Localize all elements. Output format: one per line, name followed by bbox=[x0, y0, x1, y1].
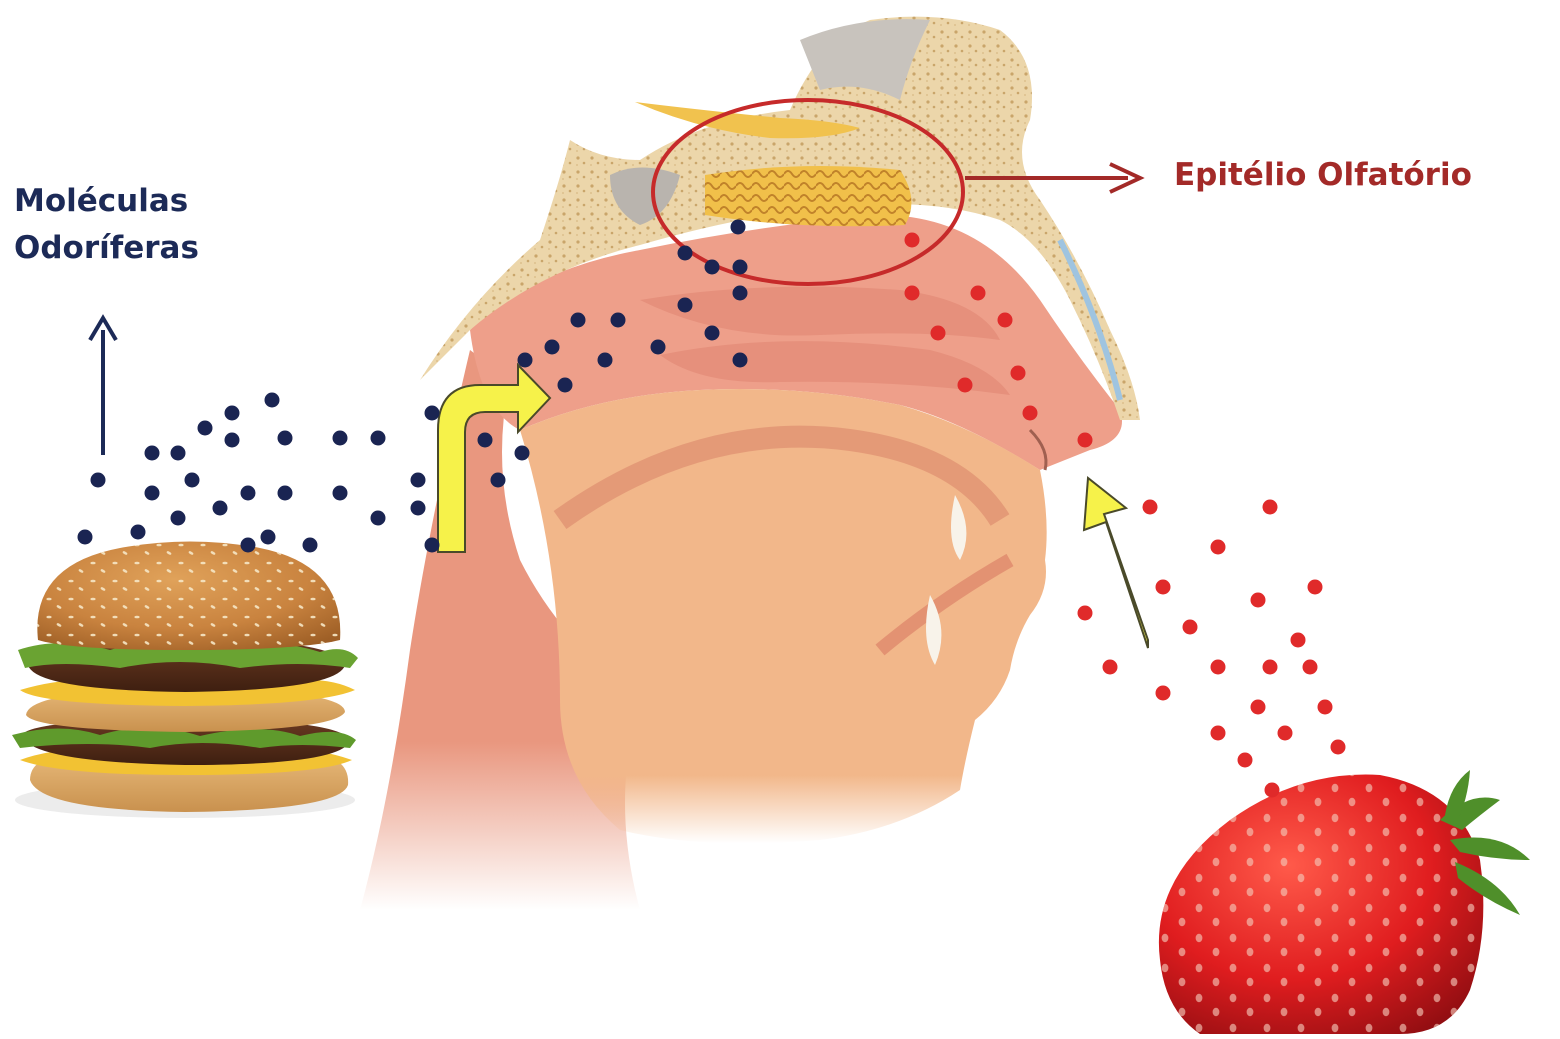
burger-molecule-dot bbox=[705, 260, 720, 275]
burger-molecule-dot bbox=[225, 406, 240, 421]
strawberry-molecule-dot bbox=[1303, 660, 1318, 675]
burger-molecule-dot bbox=[241, 538, 256, 553]
burger-molecule-dot bbox=[733, 286, 748, 301]
strawberry-molecule-dot bbox=[1331, 740, 1346, 755]
strawberry-molecule-dot bbox=[1238, 753, 1253, 768]
strawberry-molecule-dot bbox=[1263, 660, 1278, 675]
burger-molecule-dot bbox=[265, 393, 280, 408]
burger-molecule-dot bbox=[371, 431, 386, 446]
burger-molecule-dot bbox=[241, 486, 256, 501]
burger-molecule-dot bbox=[278, 486, 293, 501]
strawberry-molecule-dot bbox=[958, 378, 973, 393]
burger-molecule-dot bbox=[333, 486, 348, 501]
burger-molecule-dot bbox=[131, 525, 146, 540]
strawberry-molecule-dot bbox=[1251, 593, 1266, 608]
strawberry-molecule-dot bbox=[1078, 606, 1093, 621]
burger-molecule-dot bbox=[371, 511, 386, 526]
burger-molecule-dot bbox=[225, 433, 240, 448]
strawberry-molecule-dot bbox=[1278, 726, 1293, 741]
strawberry-molecule-dot bbox=[1156, 580, 1171, 595]
burger-molecule-dot bbox=[425, 538, 440, 553]
molecules-up-arrow bbox=[90, 318, 116, 455]
strawberry-molecule-dot bbox=[971, 286, 986, 301]
burger-molecule-dot bbox=[145, 446, 160, 461]
burger-molecule-dot bbox=[491, 473, 506, 488]
strawberry-molecule-dot bbox=[1251, 700, 1266, 715]
burger-molecule-dot bbox=[518, 353, 533, 368]
odor-molecules-label-line2: Odoríferas bbox=[14, 225, 199, 272]
burger-molecule-dot bbox=[278, 431, 293, 446]
strawberry-molecule-dot bbox=[1023, 406, 1038, 421]
strawberry-molecule-dot bbox=[1291, 633, 1306, 648]
burger-molecule-dot bbox=[478, 433, 493, 448]
burger-molecule-dot bbox=[261, 530, 276, 545]
strawberry-molecule-dot bbox=[1078, 433, 1093, 448]
strawberry-molecule-dot bbox=[905, 286, 920, 301]
burger-molecule-dot bbox=[731, 220, 746, 235]
strawberry-molecule-dot bbox=[1211, 660, 1226, 675]
burger-molecule-dot bbox=[733, 260, 748, 275]
burger-molecule-dot bbox=[558, 378, 573, 393]
burger-molecule-dot bbox=[651, 340, 666, 355]
burger-molecule-dot bbox=[425, 406, 440, 421]
strawberry-molecule-dot bbox=[998, 313, 1013, 328]
burger-molecule-dot bbox=[411, 501, 426, 516]
strawberry-molecule-dot bbox=[1103, 660, 1118, 675]
strawberry-molecule-dot bbox=[1263, 500, 1278, 515]
strawberry-molecule-dot bbox=[1156, 686, 1171, 701]
orthonasal-flow-arrow bbox=[1084, 478, 1148, 648]
burger-molecule-dot bbox=[598, 353, 613, 368]
burger-molecule-dot bbox=[678, 246, 693, 261]
burger-molecule-dot bbox=[678, 298, 693, 313]
burger-molecule-dot bbox=[303, 538, 318, 553]
hamburger-image bbox=[12, 542, 358, 819]
burger-molecule-dot bbox=[78, 530, 93, 545]
strawberry-molecule-dot bbox=[1308, 580, 1323, 595]
burger-molecule-dot bbox=[185, 473, 200, 488]
burger-molecule-dot bbox=[171, 511, 186, 526]
burger-molecule-dot bbox=[705, 326, 720, 341]
strawberry-molecule-dot bbox=[1318, 700, 1333, 715]
head-illustration bbox=[360, 17, 1140, 910]
burger-molecule-dot bbox=[171, 446, 186, 461]
odor-molecules-label-line1: Moléculas bbox=[14, 178, 199, 225]
burger-molecule-dot bbox=[611, 313, 626, 328]
burger-molecule-dot bbox=[198, 421, 213, 436]
strawberry-molecule-dot bbox=[1011, 366, 1026, 381]
olfactory-epithelium-label: Epitélio Olfatório bbox=[1174, 152, 1472, 199]
burger-molecule-dot bbox=[545, 340, 560, 355]
strawberry-molecule-dot bbox=[931, 326, 946, 341]
burger-molecule-dot bbox=[91, 473, 106, 488]
burger-molecule-dot bbox=[571, 313, 586, 328]
odor-molecules-label: Moléculas Odoríferas bbox=[14, 178, 199, 271]
burger-molecule-dot bbox=[145, 486, 160, 501]
strawberry-molecule-dot bbox=[905, 233, 920, 248]
strawberry-molecule-dot bbox=[1183, 620, 1198, 635]
burger-molecule-dot bbox=[733, 353, 748, 368]
burger-molecule-dot bbox=[411, 473, 426, 488]
burger-molecule-dot bbox=[515, 446, 530, 461]
strawberry-molecule-dot bbox=[1211, 726, 1226, 741]
burger-molecule-dot bbox=[333, 431, 348, 446]
burger-molecule-dot bbox=[213, 501, 228, 516]
strawberry-molecule-dot bbox=[1211, 540, 1226, 555]
strawberry-molecule-dot bbox=[1265, 783, 1280, 798]
strawberry-molecule-dot bbox=[1143, 500, 1158, 515]
strawberry-image bbox=[1159, 770, 1530, 1034]
